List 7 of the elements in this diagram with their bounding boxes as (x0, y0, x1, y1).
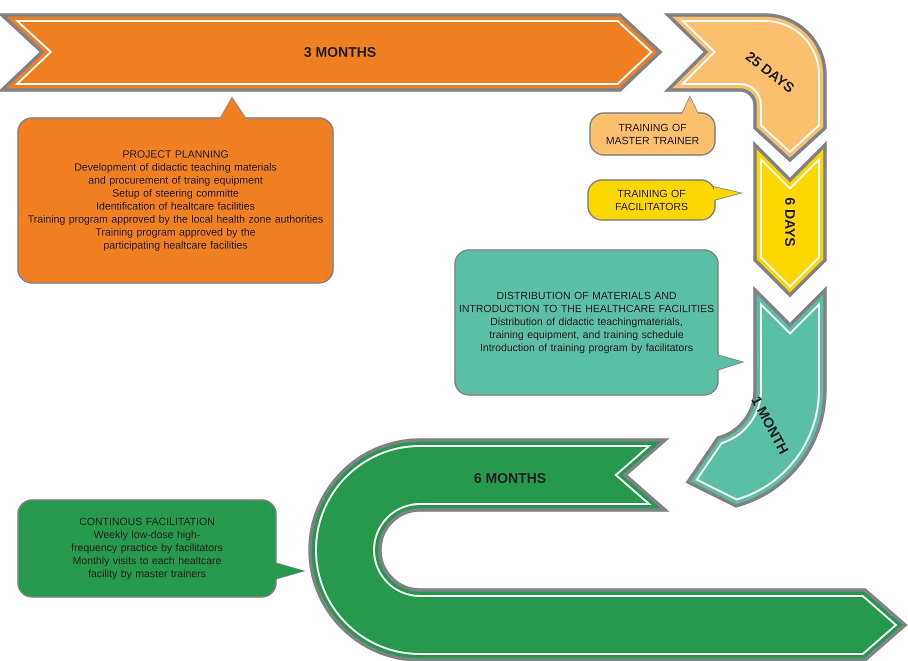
callout-box: CONTINOUS FACILITATION Weekly low-dose high-frequency practice by facilitators Monthly visits to each healtcare facility by master trainers (17, 499, 306, 598)
callout-box: TRAINING OF MASTER TRAINER (589, 95, 716, 156)
timeline-band: 3 MONTHS (0, 13, 663, 92)
callout-box: PROJECT PLANNING Development of didactic teaching materials and procurement of traing equipment Setup of steering committe Identification of healtcare facilities Training program approved by the local health zone authorities Training program approved by the participating healtcare facilities (17, 96, 334, 284)
callout-box: TRAINING OF FACILITATORS (587, 179, 744, 221)
callout-box: DISTRIBUTION OF MATERIALS AND INTRODUCTION TO THE HEALTHCARE FACILITIES Distribution of didactic teachingmaterials, training equipment, and training schedule Introduction of training program by facilitators (454, 249, 745, 396)
timeline-band: 6 DAYS (753, 140, 827, 298)
